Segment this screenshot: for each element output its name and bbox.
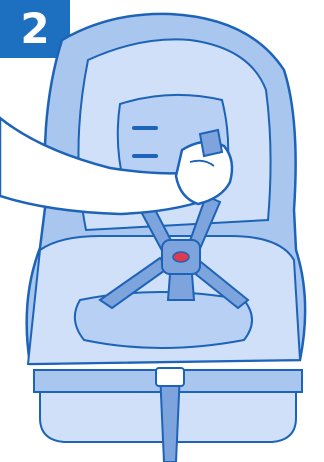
crotch-strap bbox=[168, 274, 194, 300]
buckle-release-button-icon bbox=[173, 252, 189, 262]
harness-adjuster-handle bbox=[200, 130, 222, 156]
adjuster-button bbox=[156, 368, 184, 386]
